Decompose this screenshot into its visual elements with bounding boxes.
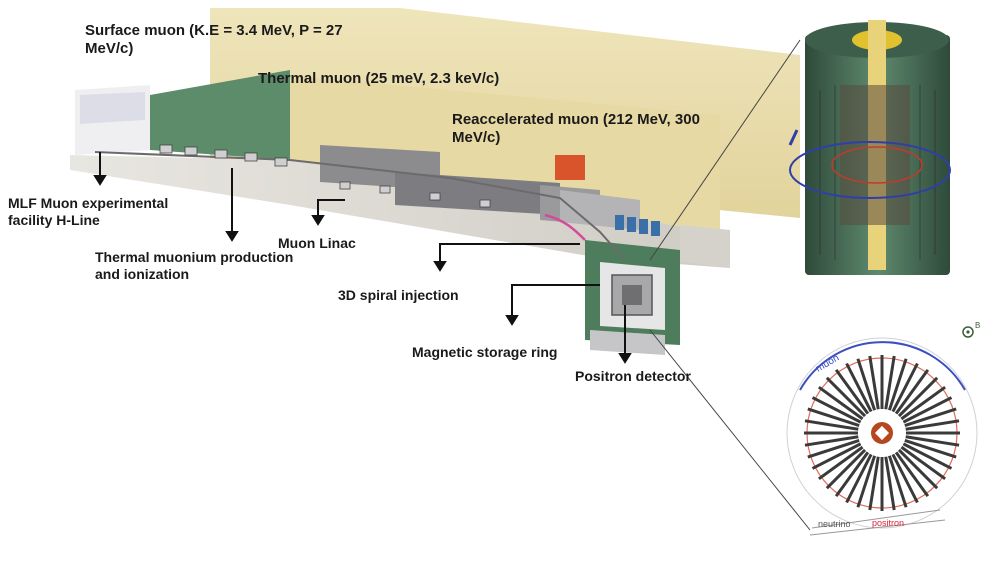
detector-vane: [868, 456, 880, 511]
detector-vane: [811, 442, 862, 470]
detector-vane: [904, 438, 957, 459]
detector-vane: [905, 419, 960, 431]
magnetic-field-symbol: B: [962, 321, 980, 338]
right-wall: [680, 225, 730, 268]
blue-tanks: [615, 215, 660, 236]
detector-vane: [894, 369, 930, 415]
positron-label: positron: [872, 518, 904, 528]
detector-vane: [845, 362, 873, 413]
pointer-arrows: [93, 152, 632, 364]
detector-vane: [807, 407, 860, 428]
mlf-facility-label: MLF Muon experimental facility H-Line: [8, 195, 169, 228]
detector-vane: [818, 445, 864, 481]
basement: [590, 330, 665, 355]
detector-vane: [905, 435, 960, 447]
detector-vane: [891, 453, 919, 504]
storage-ring-label: Magnetic storage ring: [412, 344, 558, 360]
detector-vane: [825, 448, 867, 490]
detector-vane: [818, 385, 864, 421]
beamline-components: [159, 144, 491, 208]
red-panel: [555, 155, 585, 180]
detector-vane: [856, 455, 877, 508]
arrow-ring: [505, 315, 519, 326]
zoom-lines: [649, 39, 811, 531]
neutrino-track: [811, 509, 941, 529]
detector-vane: [807, 438, 860, 459]
shielding-block-2: [395, 172, 560, 215]
arrow-spiral: [433, 261, 447, 272]
detector-vane: [897, 376, 939, 418]
detector-vane: [887, 358, 908, 411]
detector-vane: [900, 445, 946, 481]
detector-vane: [834, 369, 870, 415]
detector-3d-view: [788, 20, 951, 275]
positron-track: [809, 519, 946, 536]
detector-vane: [825, 376, 867, 418]
detector-vane: [894, 451, 930, 497]
detector-vane: [902, 396, 953, 424]
detector-vane: [868, 355, 880, 410]
detector-vane: [845, 453, 873, 504]
detector-vane: [804, 419, 859, 431]
muon-path: [544, 213, 586, 241]
detector-vane: [811, 396, 862, 424]
detector-vane: [900, 385, 946, 421]
detector-vane: [834, 451, 870, 497]
green-wall-left: [150, 70, 290, 160]
detector-spokes: [804, 355, 960, 511]
muon-linac-label: Muon Linac: [278, 235, 356, 251]
detector-vane: [891, 362, 919, 413]
detector-vane: [804, 435, 859, 447]
beamline: [94, 151, 626, 261]
spiral-injection-label: 3D spiral injection: [338, 287, 459, 303]
detector-vane: [884, 355, 896, 410]
arrow-mlf: [93, 175, 107, 186]
field-symbol-text: B: [975, 321, 980, 330]
detector-vane: [887, 455, 908, 508]
building-cutaway: [70, 8, 800, 355]
arrow-thermal-muonium: [225, 231, 239, 242]
detector-top-view: [786, 337, 978, 536]
arrow-linac: [311, 215, 325, 226]
detector-red-orbit: [831, 146, 923, 184]
floor-slab: [70, 155, 730, 268]
thermal-muon-label: Thermal muon (25 meV, 2.3 keV/c): [258, 70, 500, 87]
detector-blue-orbit: [789, 141, 951, 199]
detector-vane: [856, 358, 877, 411]
detector-vane: [884, 456, 896, 511]
detector-vane: [897, 448, 939, 490]
thermal-muonium-label: Thermal muonium production and ionizatio…: [95, 249, 294, 282]
positron-detector-label: Positron detector: [575, 368, 691, 384]
neutrino-label: neutrino: [818, 519, 851, 529]
arrow-positron: [618, 353, 632, 364]
muon-orbit-arc: [799, 341, 966, 391]
detector-vane: [902, 442, 953, 470]
back-wall-mid: [285, 75, 720, 235]
detector-vane: [904, 407, 957, 428]
surface-muon-label: Surface muon (K.E = 3.4 MeV, P = 27 MeV/…: [85, 22, 343, 57]
reaccelerated-muon-label: Reaccelerated muon (212 MeV, 300 MeV/c): [452, 111, 700, 146]
